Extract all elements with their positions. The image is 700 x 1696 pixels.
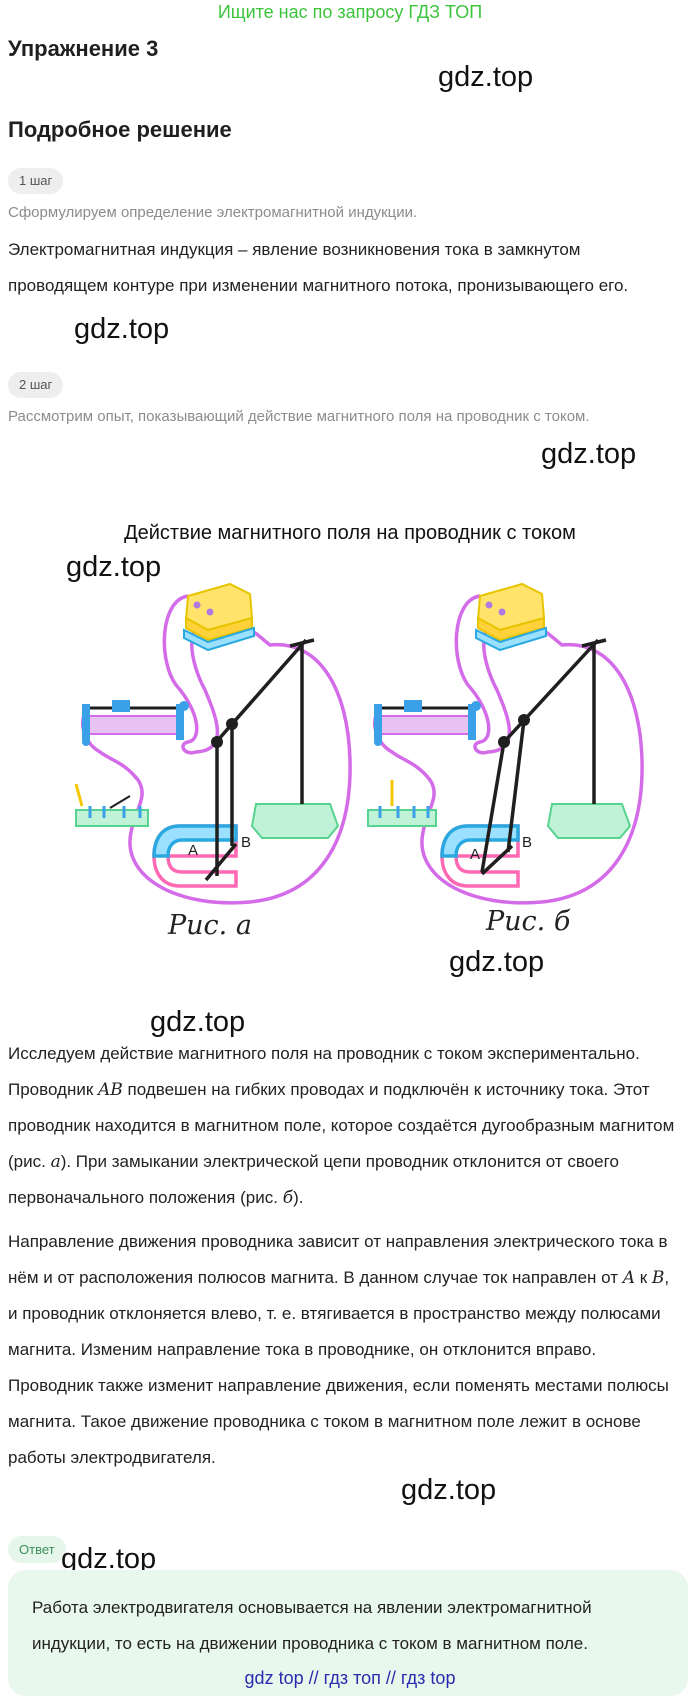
watermark: gdz.top [401, 1474, 497, 1506]
step-1-hint: Сформулируем определение электромагнитно… [8, 204, 418, 221]
figure-b [367, 582, 644, 905]
figure-a [74, 582, 352, 905]
step-2-badge: 2 шаг [8, 372, 64, 398]
step-1-text: Электромагнитная индукция – явление возн… [8, 240, 629, 295]
answer-badge: Ответ [8, 1536, 66, 1563]
step-2-hint: Рассмотрим опыт, показывающий действие м… [8, 408, 590, 425]
watermark: gdz.top [61, 1543, 157, 1575]
figure-b-point-b: B [522, 834, 533, 851]
step-1-badge: 1 шаг [8, 168, 64, 194]
watermark: gdz.top [541, 438, 637, 470]
figure-b-point-a: A [470, 846, 481, 863]
figure-illustration [74, 582, 644, 905]
top-banner[interactable]: Ищите нас по запросу ГДЗ ТОП [217, 2, 483, 22]
exercise-title: Упражнение 3 [8, 36, 159, 61]
figure-caption: Действие магнитного поля на проводник с … [124, 522, 576, 544]
paragraph-experiment: Исследуем действие магнитного поля на пр… [8, 1044, 675, 1208]
figure-b-label: Рис. б [486, 906, 571, 937]
answer-box [8, 1570, 688, 1696]
watermark: gdz.top [150, 1006, 246, 1038]
figure-a-label: Рис. а [168, 910, 252, 941]
figure-a-point-b: B [241, 834, 252, 851]
paragraph-direction: Направление движения проводника зависит … [8, 1232, 670, 1467]
figure-a-point-a: A [188, 842, 199, 859]
watermark: gdz.top [449, 946, 545, 978]
solution-title: Подробное решение [8, 117, 232, 142]
answer-text: Работа электродвигателя основывается на … [32, 1598, 592, 1653]
watermark: gdz.top [66, 551, 162, 583]
watermark: gdz.top [438, 61, 534, 93]
footer-links[interactable]: gdz top // гдз топ // гдз top [244, 1668, 456, 1688]
watermark: gdz.top [74, 313, 170, 345]
